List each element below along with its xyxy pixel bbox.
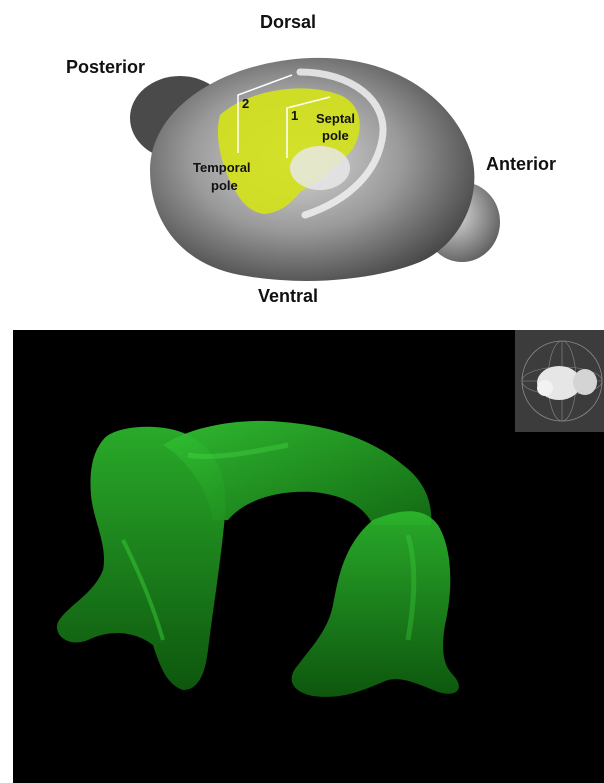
septal-pole-label-line2: pole <box>322 128 349 143</box>
hippocampus-right-limb <box>292 511 459 697</box>
marker-label-1: 1 <box>291 108 298 123</box>
hippocampus-3d-render-panel <box>13 330 604 783</box>
brain-diagram-panel: 2 1 Septal pole Temporal pole Dorsal Pos… <box>0 0 604 318</box>
brain-orientation-sphere-icon <box>515 330 604 432</box>
septal-pole-label-line1: Septal <box>316 111 355 126</box>
anterior-label: Anterior <box>486 154 556 175</box>
posterior-label: Posterior <box>66 57 145 78</box>
dorsal-label: Dorsal <box>260 12 316 33</box>
ventral-label: Ventral <box>258 286 318 307</box>
marker-label-2: 2 <box>242 96 249 111</box>
thalamus-region <box>290 146 350 190</box>
temporal-pole-label-line1: Temporal <box>193 160 251 175</box>
orientation-widget[interactable] <box>515 330 604 432</box>
temporal-pole-label-line2: pole <box>211 178 238 193</box>
